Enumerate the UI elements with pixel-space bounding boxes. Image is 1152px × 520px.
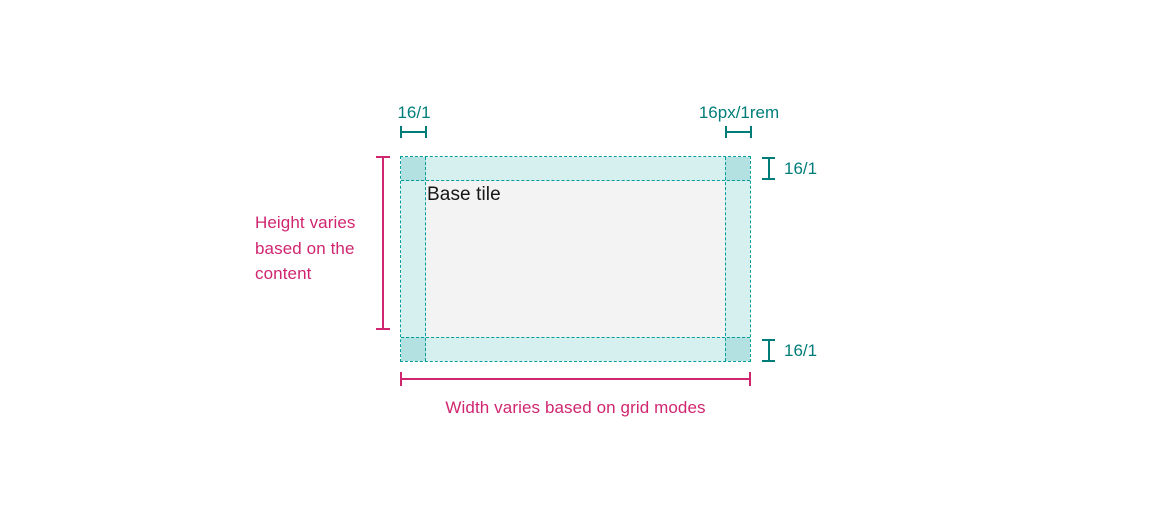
- tile-padding-bottom: [401, 337, 750, 361]
- height-note-line-3: content: [255, 264, 312, 283]
- tile-title: Base tile: [427, 184, 501, 205]
- vertical-measure-mark-right-bottom: [762, 339, 775, 362]
- padding-label-right-top: 16/1: [784, 159, 818, 178]
- tile-padding-left: [401, 157, 426, 361]
- padding-label-right-bottom: 16/1: [784, 341, 818, 360]
- width-note: Width varies based on grid modes: [445, 398, 706, 417]
- width-measure-line: [400, 372, 751, 386]
- height-measure-line: [376, 156, 390, 330]
- horizontal-measure-mark-top-right: [725, 126, 752, 138]
- height-note: Height varies based on the content: [255, 210, 356, 287]
- tile-padding-top: [401, 157, 750, 181]
- padding-label-top-left: 16/1: [397, 103, 431, 122]
- horizontal-measure-mark-top-left: [400, 126, 427, 138]
- tile: Base tile: [400, 156, 751, 362]
- padding-label-top-right: 16px/1rem: [698, 103, 780, 122]
- tile-padding-right: [725, 157, 750, 361]
- height-note-line-2: based on the: [255, 238, 355, 258]
- tile-content-area: [426, 181, 725, 337]
- height-note-line-1: Height varies: [255, 213, 356, 232]
- vertical-measure-mark-right-top: [762, 157, 775, 180]
